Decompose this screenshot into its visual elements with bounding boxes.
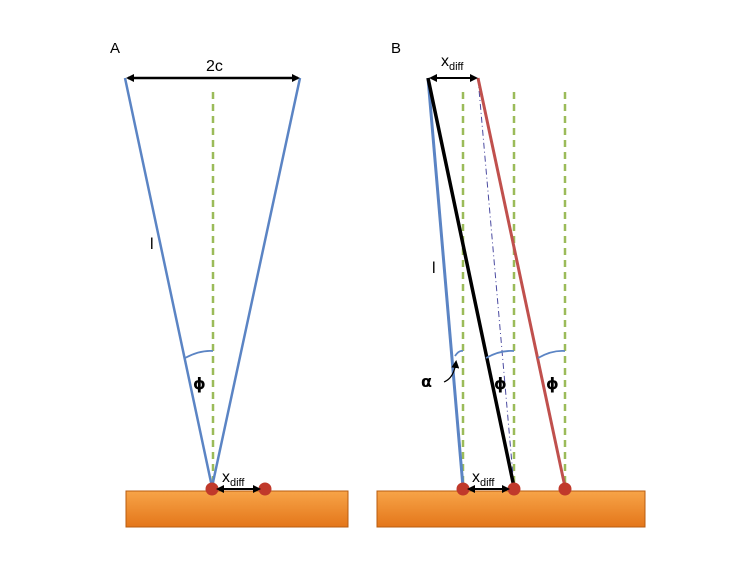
panel-a-width-label: 2c xyxy=(206,58,223,75)
panel-a-anchor-point-2 xyxy=(258,482,272,496)
panel-b-top-offset-label: xdiff xyxy=(441,53,464,73)
panel-a-label: A xyxy=(110,40,120,57)
panel-a-anchor-point-1 xyxy=(205,482,219,496)
panel-b-anchor-point-1 xyxy=(456,482,470,496)
panel-b: B xdiff l α ϕ ϕ xdiff xyxy=(376,40,646,528)
panel-b-alpha-label: α xyxy=(421,372,432,391)
panel-b-top-offset-subscript: diff xyxy=(449,61,464,73)
panel-b-surface xyxy=(376,490,646,528)
panel-a-offset-base: x xyxy=(222,469,230,486)
panel-a-offset-subscript: diff xyxy=(230,477,245,489)
panel-b-bottom-offset-base: x xyxy=(472,469,480,486)
panel-b-anchor-point-2 xyxy=(507,482,521,496)
panel-a: A 2c l ϕ xdiff xyxy=(110,40,349,528)
panel-b-blue-rod xyxy=(426,77,465,488)
panel-a-surface xyxy=(125,490,349,528)
panel-a-length-label: l xyxy=(150,236,154,253)
panel-b-angle-arc-1 xyxy=(485,349,515,359)
panel-b-red-rod xyxy=(476,77,567,488)
panel-b-label: B xyxy=(391,40,401,57)
panel-a-left-rod xyxy=(123,77,214,488)
panel-b-alpha-arc xyxy=(454,349,464,357)
panel-a-angle-arc xyxy=(184,349,214,359)
panel-b-black-rod xyxy=(426,77,516,488)
panel-b-top-offset-base: x xyxy=(441,53,449,70)
panel-b-guide-line xyxy=(477,77,515,488)
panel-a-right-rod xyxy=(210,77,302,488)
panel-b-length-label: l xyxy=(432,260,436,277)
panel-b-alpha-pointer xyxy=(443,360,460,383)
panel-b-anchor-point-3 xyxy=(558,482,572,496)
panel-b-phi-label-1: ϕ xyxy=(494,374,507,393)
panel-b-phi-label-2: ϕ xyxy=(546,374,559,393)
panel-a-phi-label: ϕ xyxy=(193,374,206,393)
panel-b-bottom-offset-label: xdiff xyxy=(472,469,495,489)
panel-b-angle-arc-2 xyxy=(537,349,566,359)
panel-b-bottom-offset-subscript: diff xyxy=(480,477,495,489)
panel-a-offset-label: xdiff xyxy=(222,469,245,489)
